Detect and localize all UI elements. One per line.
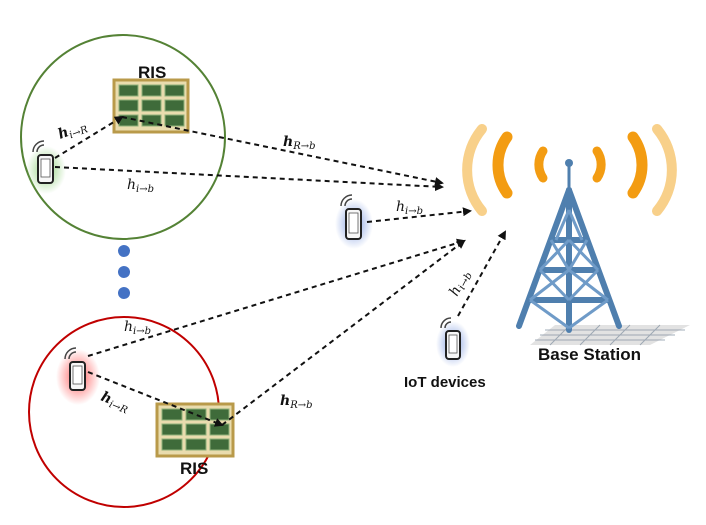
wifi-signal-icon [340,194,353,207]
link-iot-to-bs [457,230,506,317]
label-h-bottom-ris-to-bs: hR→b [280,393,313,411]
label-h-top-user-to-bs: hi→b [127,177,154,195]
label-h-mid-user-to-bs: hi→b [396,199,423,217]
smartphone-icon-iot [436,317,470,367]
cell-tower-icon [516,159,690,346]
wifi-signal-icon [32,140,45,153]
link-top-user-to-bs [54,166,444,192]
ris-panel-top [112,78,190,134]
link-bottom-ris-to-bs [221,239,466,426]
top-cell-circle [20,34,226,240]
wifi-signal-icon [440,317,452,329]
ris-bottom-label: RIS [180,459,208,478]
base-station-label: Base Station [538,345,641,364]
ellipsis-dots [118,245,130,299]
label-h-top-ris-to-bs: hR→b [283,134,316,152]
link-bottom-user-to-ris [87,371,224,427]
label-h-top-user-to-ris: hi→R [56,118,90,145]
radio-wave-icon [462,124,677,216]
label-h-bottom-user-to-ris: hi→R [98,389,132,417]
iot-devices-label: IoT devices [404,374,486,391]
link-bottom-user-to-bs [87,238,466,357]
label-h-iot-to-bs: hi→b [446,268,475,300]
smartphone-icon-bottom [56,347,100,405]
label-h-bottom-user-to-bs: hi→b [124,319,151,337]
ris-top-label: RIS [138,63,166,82]
ris-panel-bottom [155,402,235,458]
smartphone-icon-top [26,140,66,194]
link-top-user-to-ris [54,115,124,159]
wifi-signal-icon [64,347,77,360]
link-top-ris-to-bs [121,116,444,186]
smartphone-icon-middle [335,194,373,249]
